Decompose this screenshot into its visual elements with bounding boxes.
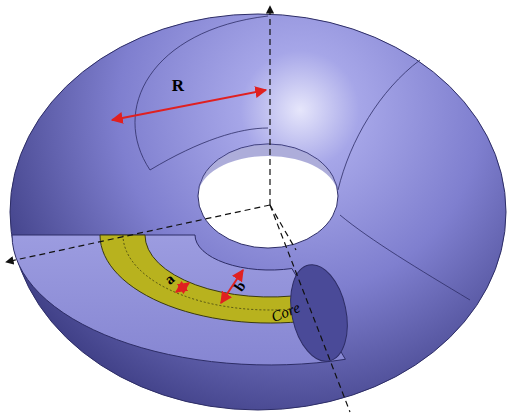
radius-label: R xyxy=(172,76,184,96)
axis-line xyxy=(270,205,350,412)
radius-arrow xyxy=(112,90,266,120)
axis-line xyxy=(6,205,270,262)
core-centerline xyxy=(123,235,313,310)
core-radius-arrow xyxy=(176,283,189,292)
torus-body xyxy=(10,14,506,410)
cut-surface xyxy=(12,235,345,365)
axis-line xyxy=(269,6,270,205)
axis-line xyxy=(270,205,296,250)
surface-line xyxy=(338,60,420,190)
surface-line xyxy=(340,215,470,300)
surface-line xyxy=(150,128,268,170)
hole-wall xyxy=(198,144,338,196)
